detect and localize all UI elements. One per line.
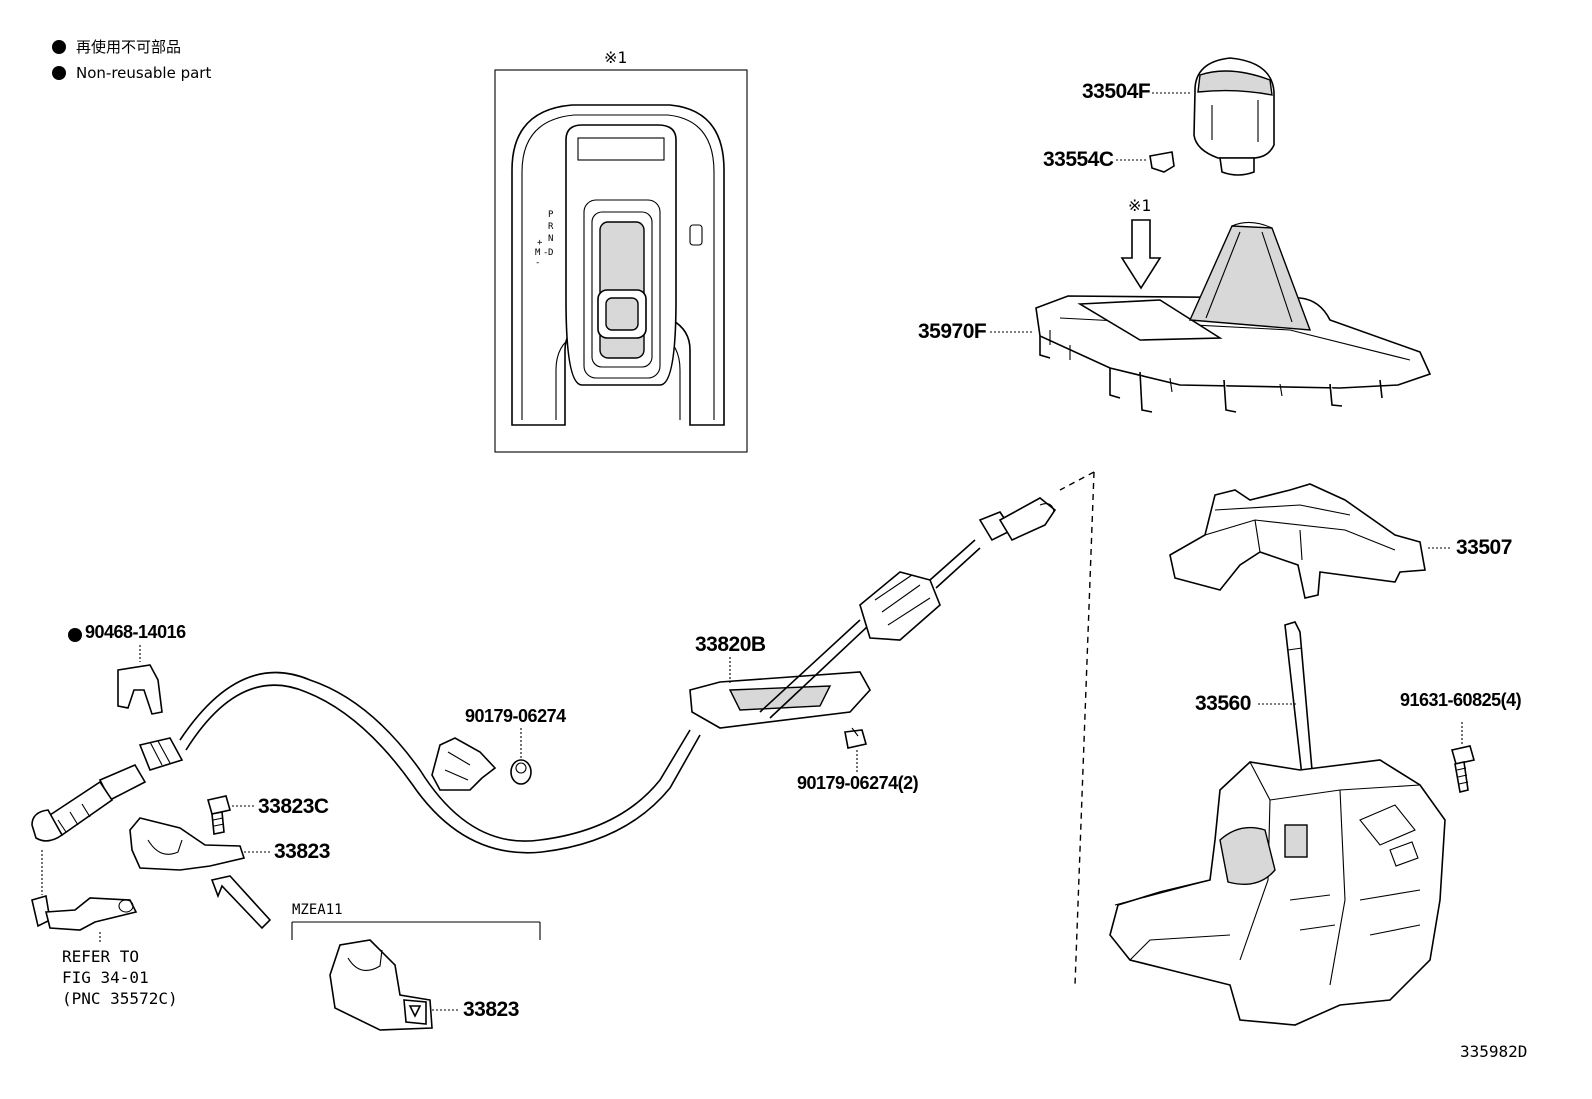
part-label-33554C: 33554C xyxy=(1043,148,1114,171)
legend: 再使用不可部品 Non-reusable part xyxy=(52,34,211,86)
gear-letter-n: N xyxy=(548,234,554,244)
gear-letter-dash: - xyxy=(543,248,549,258)
refer-part xyxy=(31,894,138,944)
refer-note-line1: REFER TO xyxy=(62,947,140,966)
part-label-35970F: 35970F xyxy=(918,320,987,343)
inset-detail xyxy=(494,69,748,453)
console-panel xyxy=(990,221,1432,413)
part-label-90468: 90468-14016 xyxy=(85,622,186,642)
part-label-33823-lower: 33823 xyxy=(463,998,519,1021)
variant-bracket xyxy=(291,921,541,1031)
part-label-33507: 33507 xyxy=(1456,536,1512,559)
part-label-91631: 91631-60825(4) xyxy=(1400,690,1522,710)
cable-end-clevis xyxy=(998,497,1057,542)
legend-item-en: Non-reusable part xyxy=(52,60,211,86)
part-label-33560: 33560 xyxy=(1195,692,1251,715)
shift-lever-assembly xyxy=(1109,621,1446,1026)
filled-circle-icon xyxy=(52,66,66,80)
part-label-33504F: 33504F xyxy=(1082,80,1151,103)
view-arrow xyxy=(210,875,272,930)
knob-clip xyxy=(1116,151,1175,173)
legend-item-jp: 再使用不可部品 xyxy=(52,34,211,60)
figure-code: 335982D xyxy=(1460,1042,1528,1061)
part-label-33823C: 33823C xyxy=(258,795,329,818)
inset-frame xyxy=(494,69,748,453)
bolt-33823C xyxy=(206,795,256,835)
filled-circle-icon xyxy=(68,628,82,642)
gear-letter-d: D xyxy=(548,248,554,258)
nut-90179-b xyxy=(844,727,868,772)
cable-adjuster xyxy=(859,571,941,641)
refer-note-line2: FIG 34-01 xyxy=(62,968,149,987)
part-label-33820B: 33820B xyxy=(695,633,766,656)
gear-letter-m: M xyxy=(535,248,541,258)
gear-letter-minus: - xyxy=(535,258,541,268)
legend-label-en: Non-reusable part xyxy=(76,64,212,82)
gear-letter-plus: + xyxy=(537,238,543,248)
cable-end-left xyxy=(31,737,184,895)
indicator-slot xyxy=(689,224,703,246)
part-label-90179-a: 90179-06274 xyxy=(465,706,566,726)
filled-circle-icon xyxy=(52,40,66,54)
legend-label-jp: 再使用不可部品 xyxy=(76,38,182,56)
alignment-line-2 xyxy=(1059,471,1095,491)
part-label-33823-upper: 33823 xyxy=(274,840,330,863)
bracket-33823-upper xyxy=(129,817,272,930)
refer-note-line3: (PNC 35572C) xyxy=(62,989,178,1008)
shift-gate-opening xyxy=(583,199,661,379)
alignment-line-1 xyxy=(1074,471,1095,986)
callout-arrow-1 xyxy=(1120,219,1162,290)
part-label-90179-b: 90179-06274(2) xyxy=(797,773,919,793)
cable-clamp xyxy=(431,737,497,791)
gear-letter-p: P xyxy=(548,210,554,220)
inset-marker: ※1 xyxy=(604,48,628,67)
arrow-marker-label: ※1 xyxy=(1128,196,1152,215)
bolt-91631 xyxy=(1450,722,1476,793)
gear-letter-r: R xyxy=(548,222,554,232)
bracket-33507 xyxy=(1169,483,1452,599)
clip-90468 xyxy=(117,645,163,715)
shift-knob xyxy=(1152,57,1275,176)
nut-90179-a xyxy=(510,728,532,785)
variant-label: MZEA11 xyxy=(292,902,343,918)
shift-cable xyxy=(179,497,1057,854)
